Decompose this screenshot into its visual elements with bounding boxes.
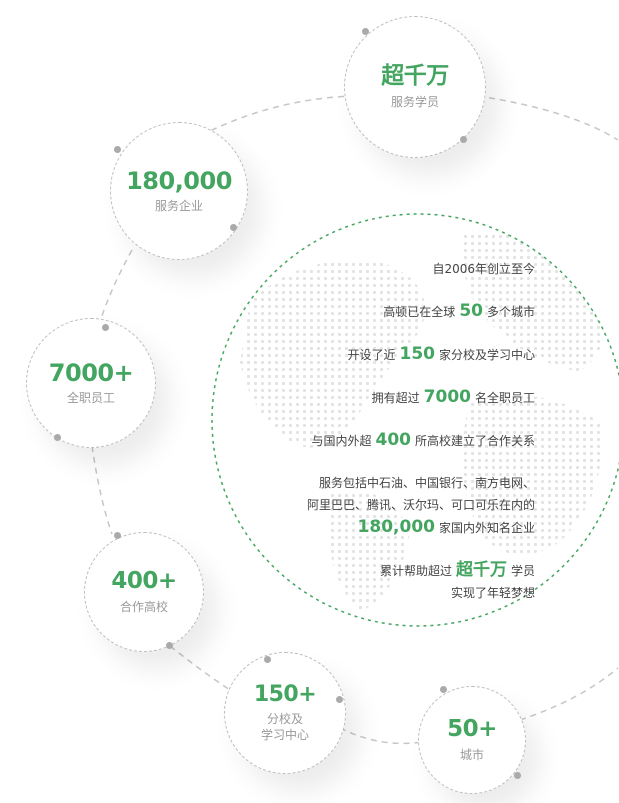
stat-value: 7000+: [48, 358, 134, 387]
node-dot: [460, 136, 467, 143]
stat-bubble-enterprises: 180,000 服务企业: [110, 122, 248, 260]
stat-value: 400+: [111, 568, 177, 595]
globe-illustration: [210, 212, 619, 628]
node-dot: [362, 28, 369, 35]
stat-value: 150+: [253, 681, 317, 707]
node-dot: [114, 146, 121, 153]
stat-value: 50+: [447, 716, 497, 743]
node-dot: [336, 696, 343, 703]
stat-bubble-staff: 7000+ 全职员工: [26, 318, 156, 448]
stat-label: 分校及 学习中心: [260, 711, 309, 743]
stat-label: 全职员工: [66, 391, 115, 406]
stat-value: 超千万: [381, 63, 449, 90]
node-dot: [114, 532, 121, 539]
stat-bubble-universities: 400+ 合作高校: [84, 532, 204, 652]
stat-bubble-cities: 50+ 城市: [418, 686, 526, 794]
node-dot: [102, 324, 109, 331]
node-dot: [54, 434, 61, 441]
clients-text: 服务包括中石油、中国银行、南方电网、 阿里巴巴、腾讯、沃尔玛、可口可乐在内的 1…: [306, 476, 535, 537]
stat-label: 合作高校: [119, 599, 168, 614]
node-dot: [264, 656, 271, 663]
stat-label: 服务企业: [154, 199, 203, 214]
stat-label: 服务学员: [390, 94, 439, 109]
stat-bubble-centers: 150+ 分校及 学习中心: [224, 652, 346, 774]
students-text: 累计帮助超过超千万学员 实现了年轻梦想: [379, 560, 535, 600]
world-map-icon: [211, 213, 619, 627]
node-dot: [514, 772, 521, 779]
stat-bubble-students: 超千万 服务学员: [344, 16, 486, 158]
node-dot: [440, 686, 447, 693]
node-dot: [230, 224, 237, 231]
stat-label: 城市: [459, 747, 484, 762]
stat-value: 180,000: [126, 166, 232, 195]
founded-text: 自2006年创立至今: [432, 262, 535, 276]
node-dot: [166, 642, 173, 649]
